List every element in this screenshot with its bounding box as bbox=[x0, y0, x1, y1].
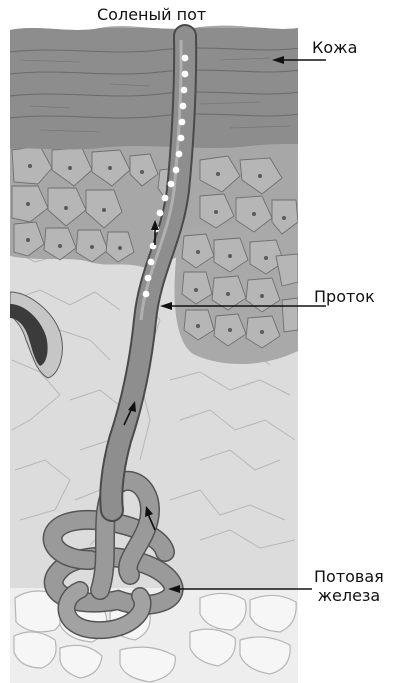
label-duct: Проток bbox=[314, 287, 375, 306]
diagram-title: Соленый пот bbox=[97, 5, 206, 24]
label-skin: Кожа bbox=[312, 38, 357, 57]
label-gland-line2: железа bbox=[314, 586, 384, 605]
label-sweat-gland: Потовая железа bbox=[314, 567, 384, 605]
label-gland-line1: Потовая bbox=[314, 567, 384, 586]
